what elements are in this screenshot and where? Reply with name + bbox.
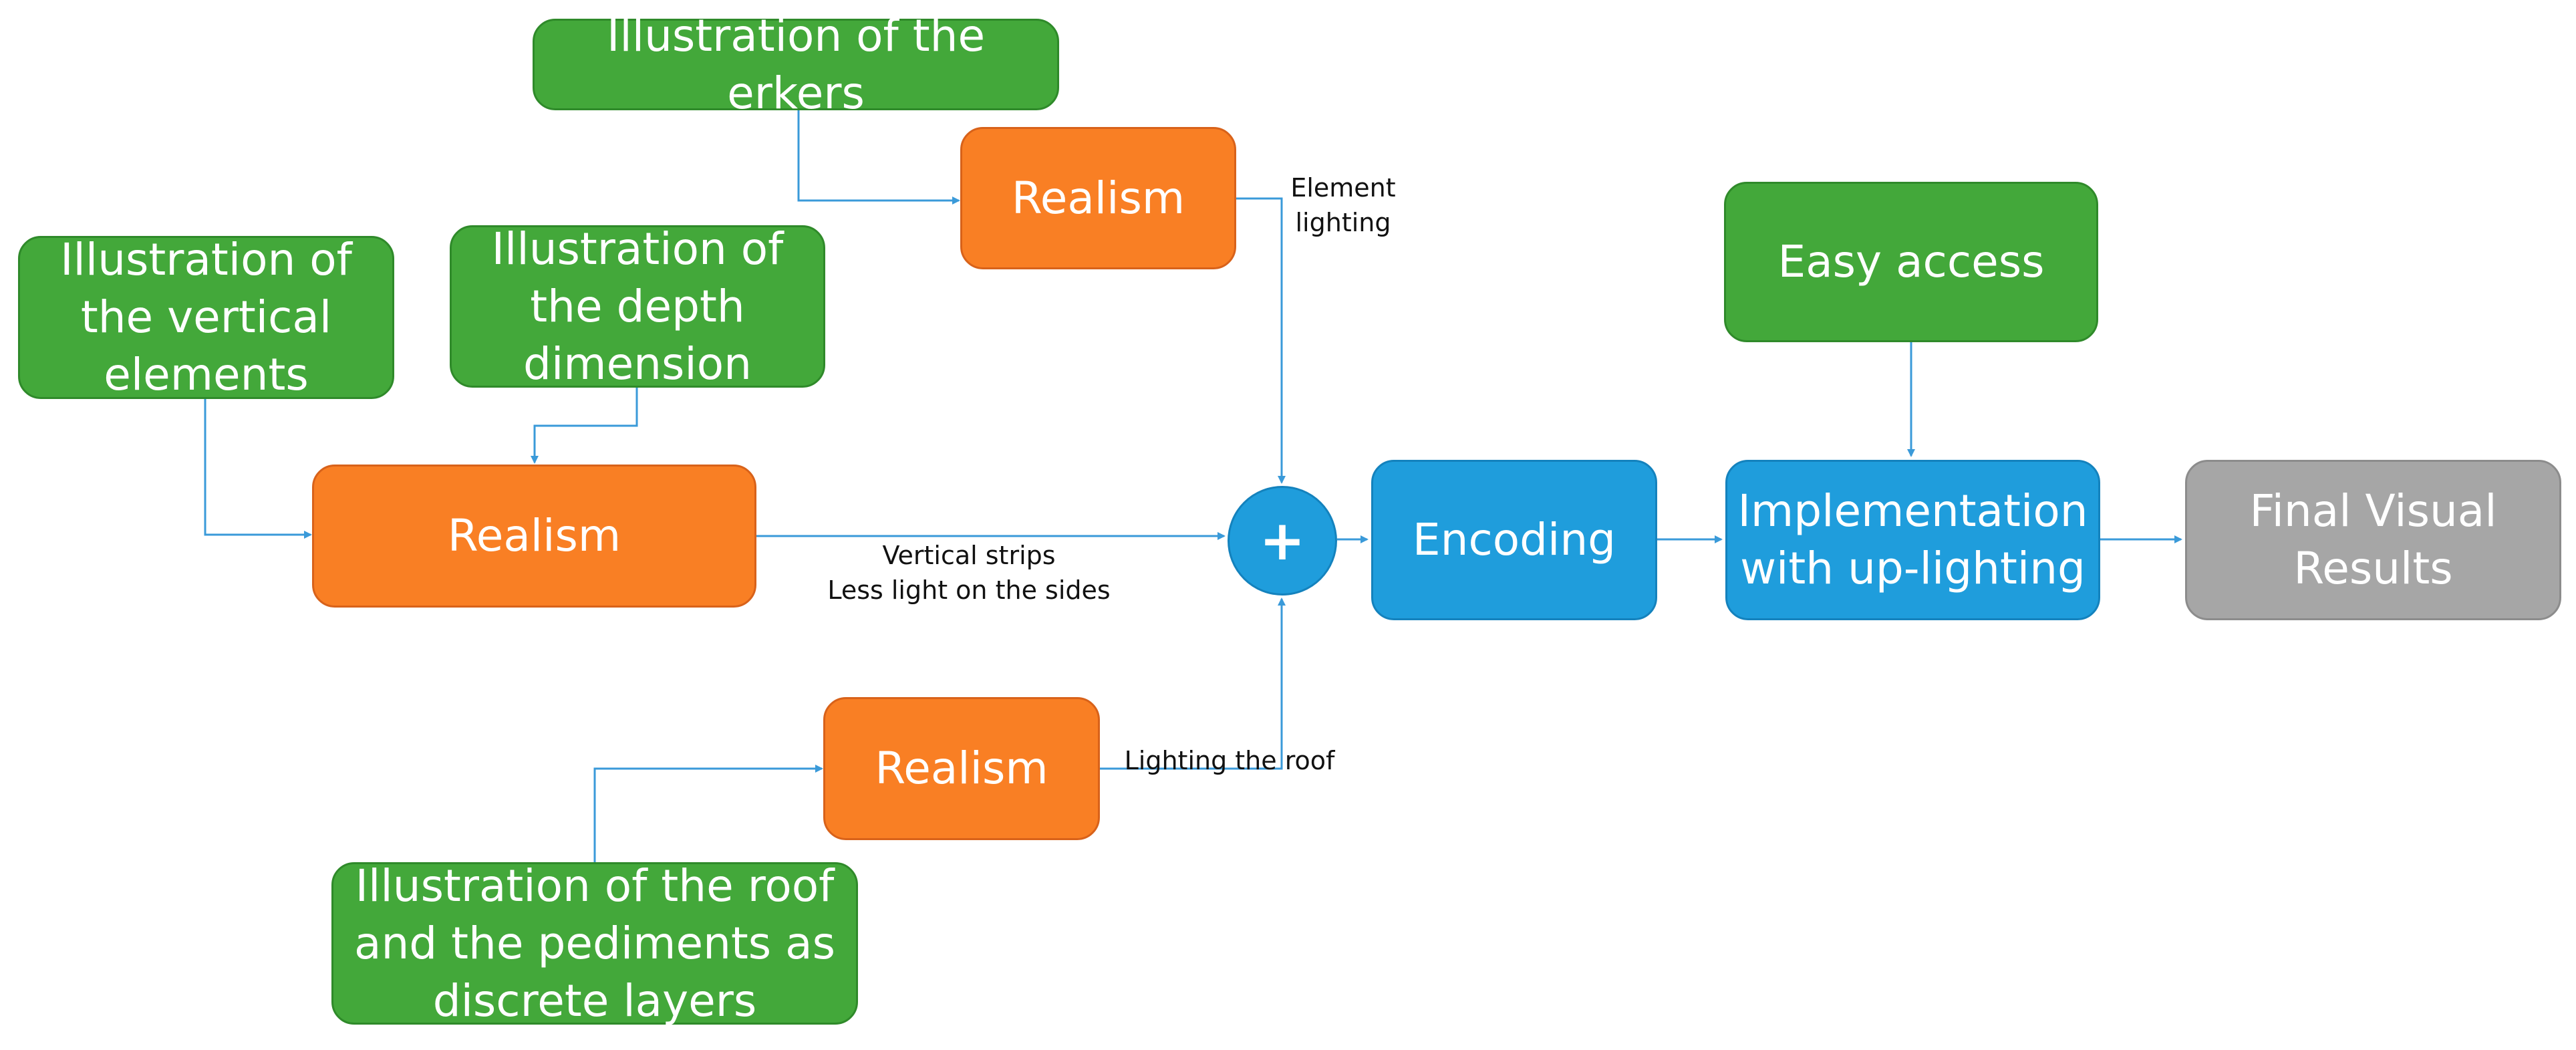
realism-top-text: Realism <box>1011 172 1185 224</box>
realism-middle-node: Realism <box>312 465 756 608</box>
depth-dimension-text: Illustration of the depth dimension <box>491 223 784 390</box>
element-lighting-label: Element lighting <box>1290 173 1396 237</box>
realism-middle-text: Realism <box>447 510 621 561</box>
edge-depth-to-realism-mid <box>531 388 638 464</box>
implementation-text: Implementation with up-lighting <box>1737 485 2088 594</box>
less-light-label: Less light on the sides <box>827 575 1111 605</box>
realism-bottom-text: Realism <box>875 743 1048 794</box>
vertical-strips-label: Vertical strips <box>882 541 1056 570</box>
final-visual-results-node: Final Visual Results <box>2185 460 2561 620</box>
lighting-roof-label: Lighting the roof <box>1124 746 1335 775</box>
edge-vertical-to-realism-mid <box>204 399 312 539</box>
encoding-text: Encoding <box>1412 514 1616 565</box>
final-visual-results-text: Final Visual Results <box>2249 485 2497 594</box>
combine-plus-node: + <box>1228 486 1337 596</box>
edge-realism-bottom-to-plus <box>1100 598 1286 770</box>
vertical-elements-text: Illustration of the vertical elements <box>60 234 352 400</box>
roof-pediments-node: Illustration of the roof and the pedimen… <box>331 860 858 1027</box>
edge-roof-to-realism-bottom <box>593 765 823 862</box>
encoding-node: Encoding <box>1371 460 1657 620</box>
erkers-illustration-node: Illustration of the erkers <box>533 10 1059 119</box>
easy-access-text: Easy access <box>1777 236 2045 287</box>
plus-symbol: + <box>1259 509 1306 573</box>
roof-pediments-text: Illustration of the roof and the pedimen… <box>354 860 835 1027</box>
edge-erkers-to-realism-top <box>797 110 960 205</box>
easy-access-node: Easy access <box>1724 182 2098 342</box>
realism-bottom-node: Realism <box>823 697 1100 840</box>
implementation-node: Implementation with up-lighting <box>1725 460 2100 620</box>
realism-top-node: Realism <box>960 127 1236 269</box>
erkers-illustration-text: Illustration of the erkers <box>606 9 986 119</box>
vertical-elements-node: Illustration of the vertical elements <box>18 234 394 400</box>
edge-realism-top-to-plus <box>1236 197 1286 484</box>
depth-dimension-node: Illustration of the depth dimension <box>450 223 825 390</box>
